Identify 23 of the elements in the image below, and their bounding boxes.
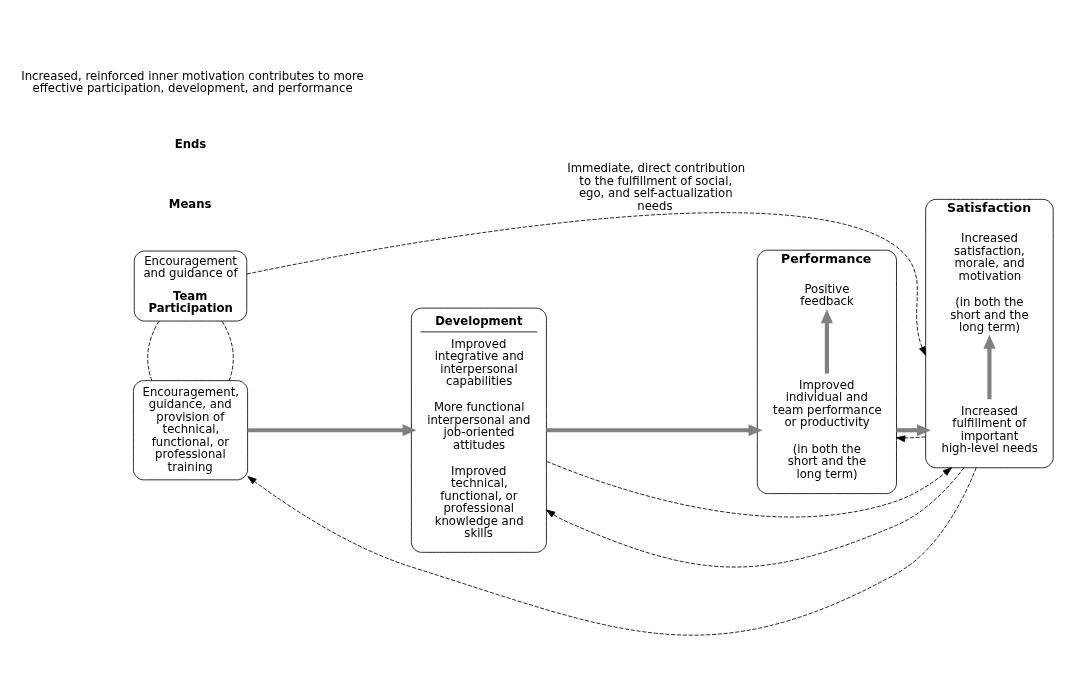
label: Means — [168, 197, 212, 212]
connector — [147, 320, 160, 381]
label: Ends — [174, 137, 207, 152]
node-box: Encouragement, guidance, and provision of technical, functional, or professional training — [133, 380, 248, 481]
arrow — [983, 334, 996, 400]
connector — [221, 320, 234, 381]
node-text: Improved individual and team performance or productivity (in both the short and the long term) — [773, 377, 882, 481]
node-box: Encouragement and guidance of Team Participation — [133, 250, 248, 322]
arrow — [546, 461, 952, 518]
node-text: Increased satisfaction, morale, and motivation (in both the short and the long term) — [950, 231, 1029, 335]
arrow — [546, 467, 965, 568]
label: Increased, reinforced inner motivation contributes to more effective participation, development, and performance — [21, 68, 364, 96]
arrow — [247, 424, 417, 437]
edge-label: Immediate, direct contribution to the fulfillment of social, ego, and self-actualization needs — [567, 161, 746, 213]
node-text: Positive feedback — [800, 281, 854, 309]
node-box: Development Improved integrative and interpersonal capabilities More functional interpersonal and job-oriented attitudes Improved technical, functional, or professional knowledge and skills — [410, 307, 547, 553]
arrow — [896, 424, 931, 437]
node-text: Increased fulfillment of important high-level needs — [941, 403, 1038, 456]
arrow — [246, 212, 927, 356]
arrow — [247, 467, 977, 636]
arrow — [546, 424, 763, 437]
arrow — [820, 309, 833, 374]
arrow — [896, 435, 927, 443]
